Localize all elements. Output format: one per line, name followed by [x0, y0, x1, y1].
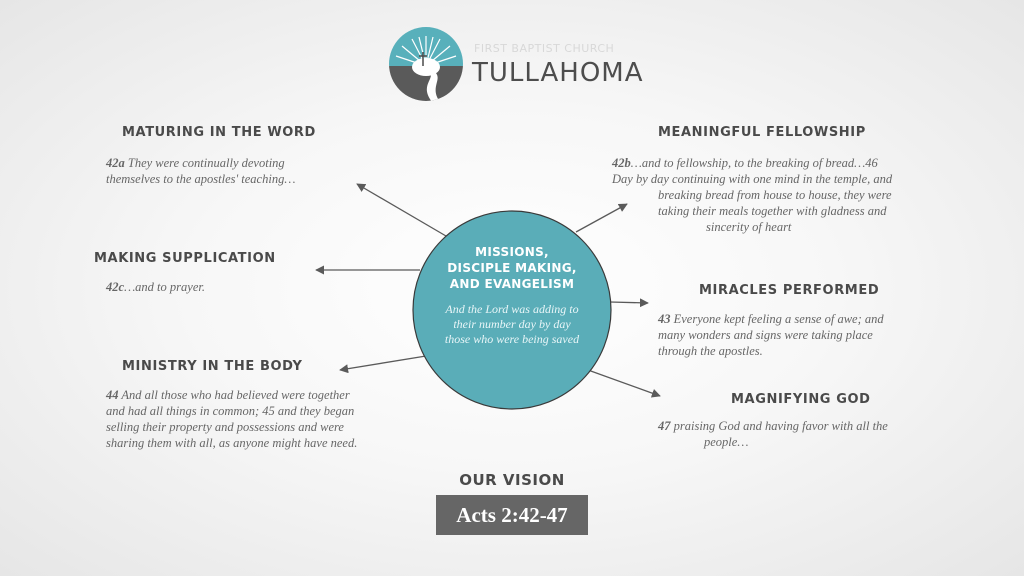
verse-miracles: 43 Everyone kept feeling a sense of awe;… [658, 312, 884, 358]
verse-ref-maturing: 42a [106, 156, 125, 170]
heading-ministry: MINISTRY IN THE BODY [122, 359, 303, 374]
verse-fellowship: 42b…and to fellowship, to the breaking o… [612, 156, 893, 234]
arrow-miracles [609, 298, 649, 308]
center-title: MISSIONS, DISCIPLE MAKING, AND EVANGELIS… [447, 245, 577, 291]
arrow-fellowship [575, 203, 628, 233]
verse-magnifying: 47 praising God and having favor with al… [658, 419, 888, 449]
center-quote: And the Lord was adding to their number … [444, 302, 580, 346]
verse-maturing: 42a They were continually devoting thems… [106, 156, 296, 186]
center-circle [412, 210, 612, 410]
arrow-ministry [339, 355, 427, 374]
heading-maturing: MATURING IN THE WORD [122, 125, 316, 140]
logo-name: TULLAHOMA [472, 58, 644, 88]
heading-magnifying: MAGNIFYING GOD [731, 392, 871, 407]
logo-subtitle: FIRST BAPTIST CHURCH [474, 42, 615, 55]
arrow-magnifying [587, 369, 661, 398]
verse-ref-magnifying: 47 [658, 419, 671, 433]
church-logo: FIRST BAPTIST CHURCH TULLAHOMA [388, 26, 643, 106]
arrow-maturing [356, 183, 447, 237]
scripture-reference: Acts 2:42-47 [436, 495, 588, 535]
verse-ref-miracles: 43 [658, 312, 671, 326]
verse-ref-ministry: 44 [106, 388, 119, 402]
logo-emblem-icon [389, 27, 463, 101]
verse-ref-fellowship: 42b [612, 156, 631, 170]
vision-label: OUR VISION [459, 471, 565, 489]
heading-supplication: MAKING SUPPLICATION [94, 251, 276, 266]
verse-supplication: 42c…and to prayer. [106, 280, 205, 294]
heading-fellowship: MEANINGFUL FELLOWSHIP [658, 125, 866, 140]
verse-ministry: 44 And all those who had believed were t… [106, 388, 358, 450]
heading-miracles: MIRACLES PERFORMED [699, 283, 880, 298]
verse-ref-supplication: 42c [106, 280, 125, 294]
